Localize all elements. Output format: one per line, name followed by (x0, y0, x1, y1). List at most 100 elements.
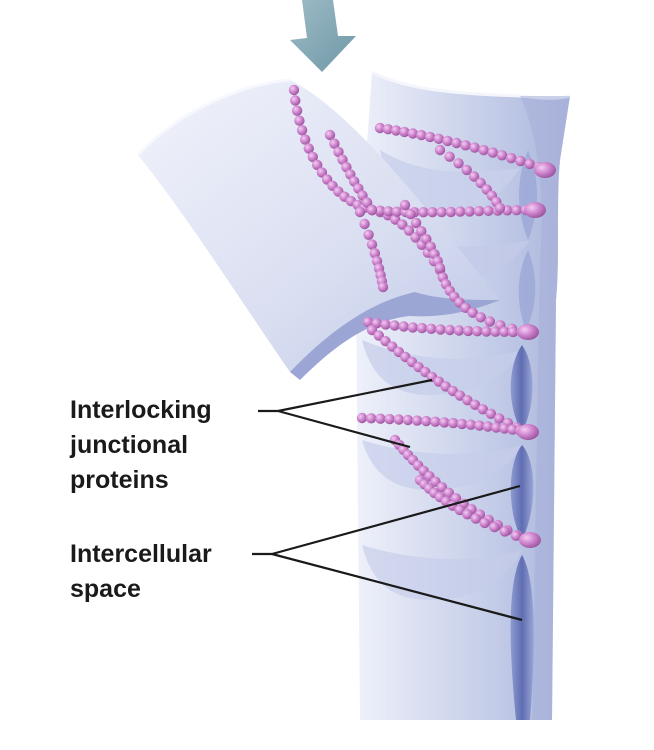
protein-bead (482, 421, 494, 432)
protein-bead (484, 316, 496, 327)
protein-bead (443, 487, 454, 498)
protein-bead (393, 414, 404, 425)
label-line-1: Intercellular (70, 540, 212, 568)
protein-bead (384, 413, 395, 425)
peeled-membrane-flap (136, 78, 500, 380)
protein-bead (445, 206, 457, 218)
protein-bead (436, 206, 447, 218)
protein-bead (397, 219, 408, 230)
protein-bead (487, 147, 498, 158)
protein-bead (399, 126, 410, 138)
label-line-1: Interlocking (70, 396, 212, 424)
protein-bead (359, 218, 370, 230)
protein-bead (416, 322, 428, 334)
protein-bead (461, 164, 472, 176)
protein-bead (410, 217, 422, 229)
protein-bead (405, 208, 416, 220)
protein-bead (426, 323, 437, 334)
protein-bead (407, 128, 418, 139)
protein-bead (430, 416, 441, 427)
protein-bead (490, 326, 501, 337)
protein-bead (369, 248, 380, 259)
protein-bead (383, 206, 394, 217)
junctional-protein-strands (288, 84, 556, 548)
protein-bead (391, 206, 403, 217)
protein-bead (463, 325, 474, 337)
protein-bead (382, 124, 394, 135)
protein-bead (462, 509, 473, 520)
protein-bead (499, 423, 510, 434)
protein-bead (469, 399, 481, 410)
protein-bead (374, 205, 386, 216)
protein-bead (356, 412, 368, 424)
protein-bead (366, 413, 377, 424)
protein-bead (312, 159, 323, 171)
protein-bead (454, 504, 465, 516)
protein-bead (507, 424, 518, 435)
protein-bead (390, 125, 402, 136)
protein-bead (361, 197, 373, 208)
protein-bead (494, 413, 505, 424)
protein-bead (362, 316, 374, 328)
protein-bead (467, 307, 478, 318)
protein-bead (455, 206, 466, 217)
protein-bead (462, 395, 473, 406)
protein-bead (448, 417, 459, 429)
protein-bead (507, 326, 519, 338)
protein-bead (524, 158, 535, 170)
protein-bead (496, 150, 508, 161)
interlocking-junctional-proteins-label: Interlocking junctional proteins (70, 393, 212, 498)
protein-bead (442, 135, 453, 147)
protein-bead (511, 205, 522, 216)
protein-bead (427, 207, 438, 218)
protein-bead (421, 415, 432, 427)
protein-bead (478, 144, 489, 156)
protein-bead (460, 140, 471, 151)
protein-bead (374, 122, 386, 134)
protein-bead (300, 134, 311, 145)
leader-space-upper (271, 484, 521, 556)
protein-bead (475, 312, 486, 323)
protein-bead (363, 229, 374, 240)
protein-bead (453, 325, 465, 336)
protein-bead (291, 105, 303, 116)
protein-bead (474, 420, 485, 431)
protein-bead (288, 84, 300, 96)
protein-bead (489, 521, 500, 533)
protein-bead (389, 320, 400, 331)
protein-bead (479, 517, 490, 529)
protein-bead (485, 408, 497, 419)
protein-bead (399, 199, 411, 211)
protein-bead (491, 422, 502, 433)
protein-bead (510, 530, 522, 541)
protein-bead (324, 129, 336, 141)
protein-bead (290, 95, 301, 106)
leader-junction-lower (277, 409, 411, 449)
protein-bead (354, 206, 366, 218)
protein-bead (464, 206, 475, 217)
protein-bead (477, 404, 488, 415)
protein-bead (472, 326, 483, 337)
protein-bead (515, 155, 526, 167)
protein-bead (416, 129, 427, 141)
protein-bead (494, 202, 506, 214)
protein-bead (468, 171, 480, 182)
protein-bead (439, 417, 450, 428)
protein-bead (303, 143, 314, 154)
protein-bead (434, 144, 446, 156)
label-line-3: proteins (70, 466, 169, 494)
protein-bead (307, 151, 318, 163)
protein-bead (377, 281, 389, 293)
protein-bead (499, 526, 510, 537)
protein-bead (435, 324, 446, 335)
protein-bead (380, 319, 391, 330)
protein-bead (421, 233, 432, 245)
protein-junction-cap (517, 424, 539, 440)
protein-bead (296, 125, 308, 136)
protein-junction-cap (524, 202, 546, 218)
protein-junction-cap (519, 532, 541, 548)
protein-bead (398, 321, 409, 332)
protein-bead (499, 326, 510, 337)
leader-junction-upper (277, 378, 433, 413)
